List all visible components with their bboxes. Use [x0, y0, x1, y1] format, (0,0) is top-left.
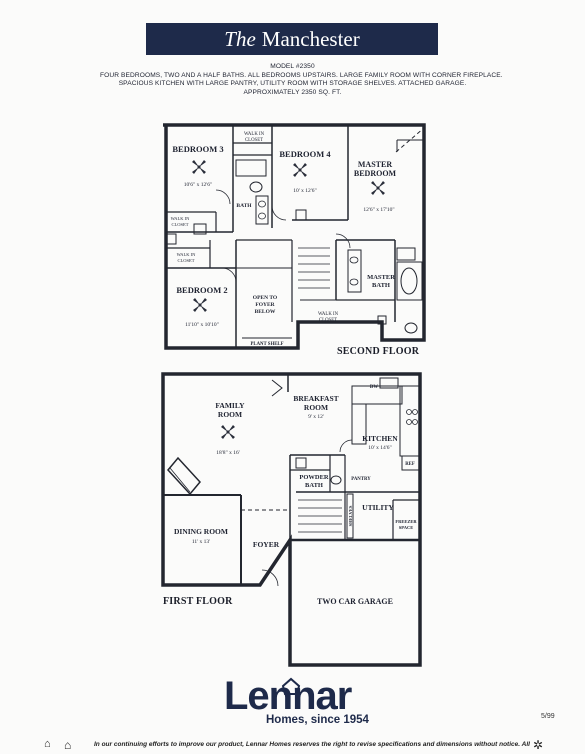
logo-wordmark: Lennar: [224, 674, 352, 718]
badge-icon: ✲: [533, 738, 544, 752]
label-open-foyer-3: BELOW: [255, 309, 276, 315]
description: MODEL #2350 FOUR BEDROOMS, TWO AND A HAL…: [100, 63, 503, 97]
label-walkin-right-2: CLOSET: [319, 318, 337, 323]
second-floor-walls: [163, 123, 426, 350]
label-dining: DINING ROOM: [174, 527, 228, 536]
builder-icon: ⌂: [64, 738, 72, 752]
label-bedroom3: BEDROOM 3: [172, 144, 223, 154]
logo-tagline: Homes, since 1954: [266, 714, 369, 726]
size-family: 18'8" x 16': [216, 450, 239, 456]
size-master: 12'6" x 17'10": [363, 207, 394, 213]
title-banner: The Manchester: [146, 23, 438, 55]
label-kitchen: KITCHEN: [362, 434, 398, 443]
label-breakfast-2: ROOM: [304, 403, 328, 412]
label-bath: BATH: [236, 203, 252, 209]
label-powder-2: BATH: [305, 482, 323, 489]
label-walkin-right-1: WALK IN: [318, 312, 339, 317]
label-shelves: SHELVES: [348, 505, 353, 526]
label-walkin-left1-2: CLOSET: [171, 222, 188, 227]
label-pantry: PANTRY: [351, 477, 371, 482]
disclaimer: In our continuing efforts to improve our…: [94, 741, 530, 748]
label-master-bath-1: MASTER: [367, 274, 395, 281]
label-plant-shelf: PLANT SHELF: [250, 342, 283, 347]
size-kitchen: 10' x 14'6": [368, 445, 391, 451]
size-dining: 11' x 13': [192, 539, 210, 545]
fan-family: [221, 425, 235, 439]
label-freezer-1: FREEZER: [395, 519, 417, 524]
label-bedroom2: BEDROOM 2: [176, 285, 227, 295]
revision-date: 5/99: [541, 713, 555, 720]
equal-housing-icon: ⌂: [44, 738, 51, 750]
second-floor-label: SECOND FLOOR: [337, 346, 420, 357]
label-open-foyer-1: OPEN TO: [253, 295, 278, 301]
desc-line-3: APPROXIMATELY 2350 SQ. FT.: [243, 88, 342, 96]
size-breakfast: 9' x 12': [308, 414, 324, 420]
size-bedroom3: 10'6" x 12'6": [184, 182, 212, 188]
first-floor-label: FIRST FLOOR: [163, 596, 233, 607]
label-master-bath-2: BATH: [372, 282, 390, 289]
label-dw: DW: [370, 385, 378, 390]
label-breakfast-1: BREAKFAST: [293, 394, 338, 403]
label-family-1: FAMILY: [215, 401, 245, 410]
label-bedroom4: BEDROOM 4: [279, 149, 331, 159]
size-bedroom4: 10' x 12'6": [293, 188, 316, 194]
label-garage: TWO CAR GARAGE: [317, 597, 393, 606]
first-floor-walls: [161, 372, 422, 667]
lennar-logo: Lennar Homes, since 1954: [224, 676, 384, 726]
fan-bedroom3: [192, 160, 206, 174]
desc-line-1: FOUR BEDROOMS, TWO AND A HALF BATHS. ALL…: [100, 71, 503, 79]
label-utility: UTILITY: [362, 503, 394, 512]
title-main: Manchester: [261, 26, 360, 51]
label-foyer: FOYER: [253, 540, 280, 549]
label-powder-1: POWDER: [299, 474, 329, 481]
label-walkin-top-1: WALK IN: [244, 132, 265, 137]
size-bedroom2: 11'10" x 10'10": [185, 322, 219, 328]
fan-bedroom4: [293, 163, 307, 177]
label-freezer-2: SPACE: [399, 525, 413, 530]
fan-master: [371, 181, 385, 195]
fan-bedroom2: [193, 298, 207, 312]
model-number: MODEL #2350: [270, 63, 315, 70]
logo-house-icon: [281, 677, 301, 695]
label-master-2: BEDROOM: [354, 169, 397, 178]
label-ref: REF: [405, 462, 415, 467]
title-script: The: [224, 26, 256, 51]
label-family-2: ROOM: [218, 410, 242, 419]
label-master-1: MASTER: [358, 160, 392, 169]
label-walkin-left2-1: WALK IN: [177, 252, 197, 257]
desc-line-2: SPACIOUS KITCHEN WITH LARGE PANTRY, UTIL…: [118, 80, 467, 88]
label-open-foyer-2: FOYER: [255, 302, 275, 308]
label-walkin-left2-2: CLOSET: [177, 258, 194, 263]
label-walkin-left1-1: WALK IN: [171, 216, 191, 221]
label-walkin-top-2: CLOSET: [245, 138, 263, 143]
